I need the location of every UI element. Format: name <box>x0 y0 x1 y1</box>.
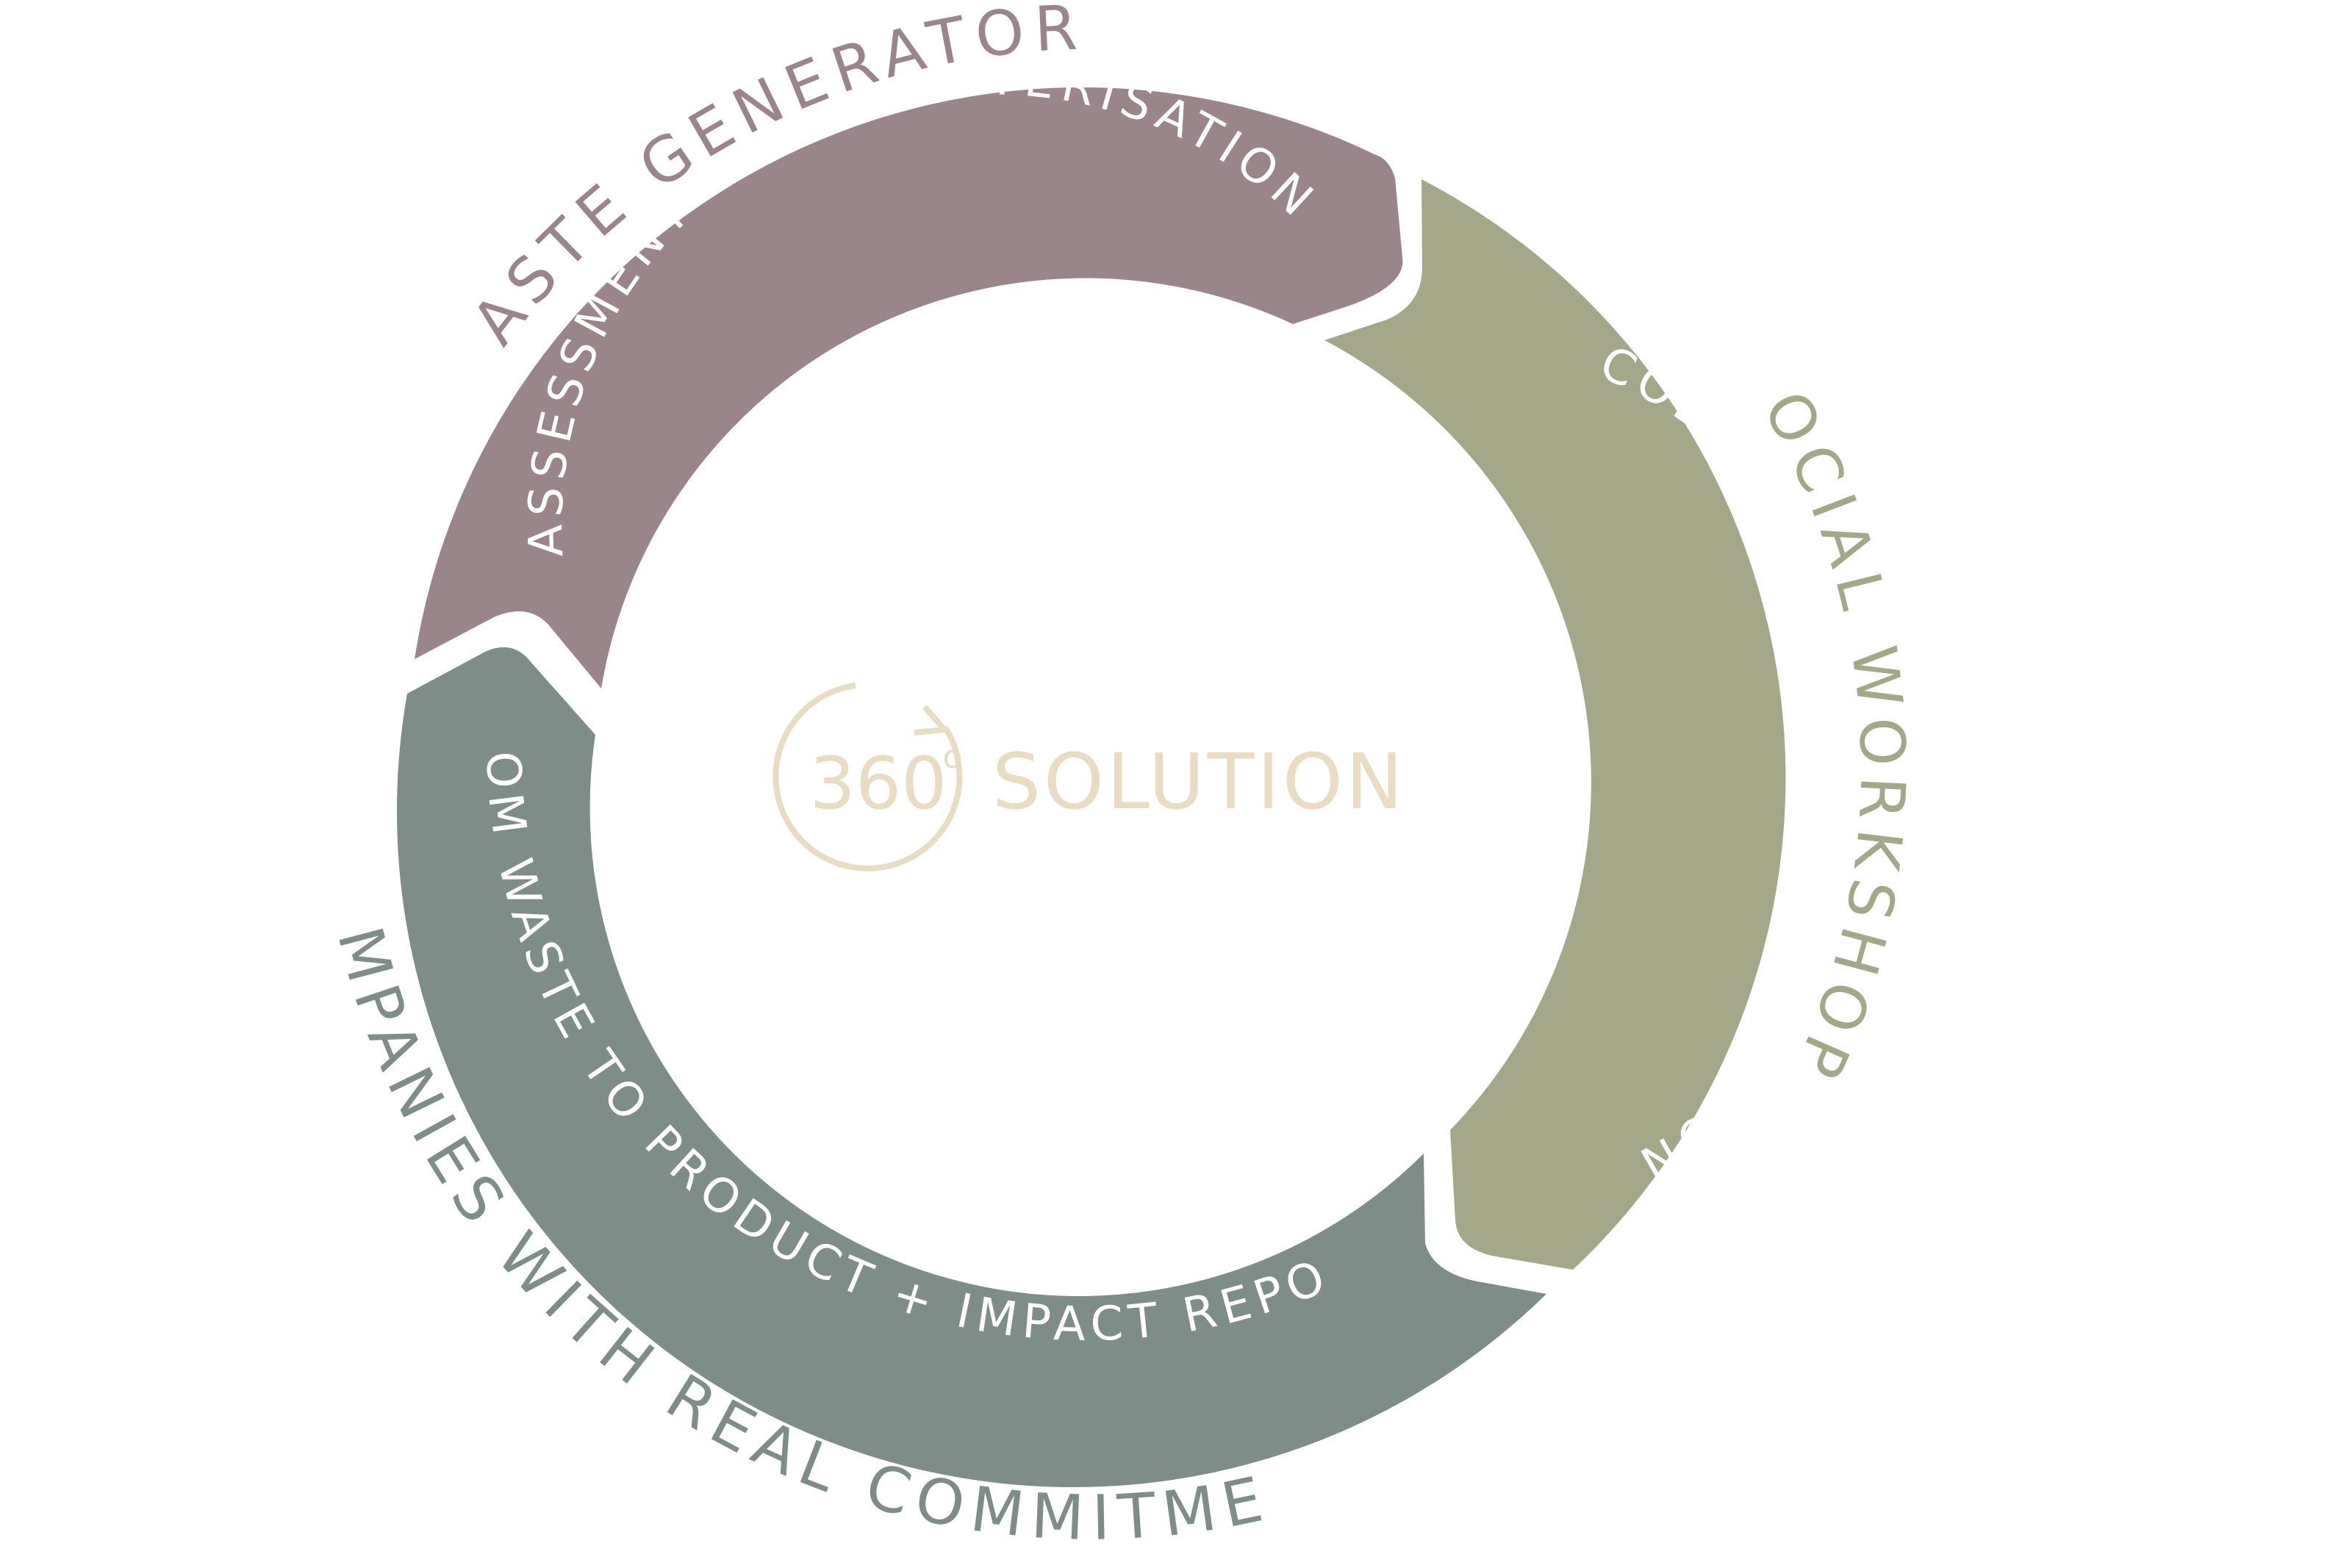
center-title: SOLUTION <box>992 737 1406 827</box>
degree-symbol: o <box>943 738 963 776</box>
center-number: 360 <box>809 742 947 826</box>
product-band <box>396 647 1547 1488</box>
center-logo: 360 o SOLUTION <box>772 683 1406 871</box>
circular-arrow-icon <box>772 683 963 871</box>
assessment-band <box>415 87 1403 689</box>
arrowhead-icon <box>914 705 947 736</box>
collection-band <box>1324 179 1786 1270</box>
